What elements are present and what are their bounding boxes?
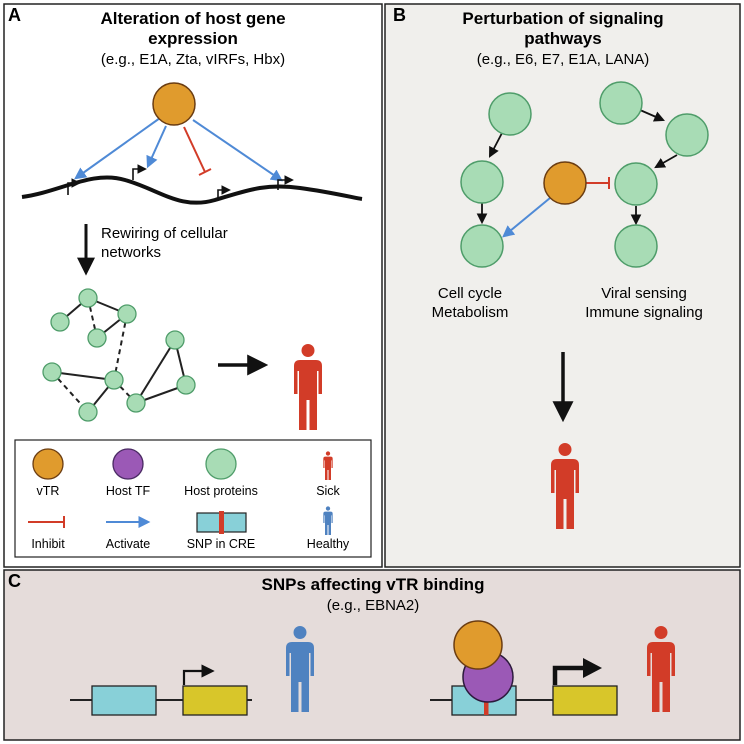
legend-healthy-label: Healthy <box>307 537 350 551</box>
panel-a-subtitle: (e.g., E1A, Zta, vIRFs, Hbx) <box>101 51 285 68</box>
legend: vTR Host TF Host proteins Sick Inhibit A… <box>14 439 372 558</box>
panel-b-subtitle: (e.g., E6, E7, E1A, LANA) <box>477 51 650 68</box>
vtr-node <box>453 620 503 670</box>
vtr-node <box>152 82 196 126</box>
panel-b-title-line1: Perturbation of signaling <box>462 9 663 28</box>
legend-activate-label: Activate <box>106 537 151 551</box>
activate-arrow <box>74 117 161 180</box>
inhibit-bar <box>198 168 212 176</box>
panel-b-letter: B <box>393 5 406 25</box>
panel-a-title-line2: expression <box>148 29 238 48</box>
legend-host-tf-label: Host TF <box>106 484 151 498</box>
activate-arrow <box>192 119 283 182</box>
panel-a-title-line1: Alteration of host gene <box>100 9 285 28</box>
legend-host-proteins-swatch <box>205 448 237 480</box>
dna-strand <box>21 175 363 205</box>
vtr-node <box>543 161 587 205</box>
healthy-locus <box>70 626 314 716</box>
promoter-arrow <box>132 164 147 180</box>
promoter-arrow <box>217 185 231 200</box>
legend-vtr-swatch <box>32 448 64 480</box>
legend-host-tf-swatch <box>112 448 144 480</box>
signaling-pathways <box>460 81 709 268</box>
immune-signaling-label: Immune signaling <box>585 304 703 321</box>
panel-b-title-line2: pathways <box>524 29 601 48</box>
legend-vtr-label: vTR <box>37 484 60 498</box>
inhibit-arrow <box>183 126 206 173</box>
sick-locus <box>430 620 675 716</box>
rewiring-label-line1: Rewiring of cellular <box>101 225 228 242</box>
panel-c-title: SNPs affecting vTR binding <box>262 575 485 594</box>
cellular-network <box>42 288 196 422</box>
promoter-arrow <box>67 178 81 195</box>
promoter-arrow <box>277 175 294 190</box>
panel-b: B Perturbation of signaling pathways (e.… <box>384 3 741 568</box>
panel-c-letter: C <box>8 571 21 591</box>
cell-cycle-label: Cell cycle <box>438 285 502 302</box>
panel-c: C SNPs affecting vTR binding (e.g., EBNA… <box>3 569 741 741</box>
panel-c-subtitle: (e.g., EBNA2) <box>327 597 420 614</box>
metabolism-label: Metabolism <box>432 304 509 321</box>
panel-a: A Alteration of host gene expression (e.… <box>3 3 383 568</box>
legend-snp-label: SNP in CRE <box>187 537 256 551</box>
rewiring-label-line2: networks <box>101 244 161 261</box>
activate-arrow <box>146 125 167 169</box>
legend-inhibit-label: Inhibit <box>31 537 65 551</box>
panel-a-letter: A <box>8 5 21 25</box>
legend-host-proteins-label: Host proteins <box>184 484 258 498</box>
viral-sensing-label: Viral sensing <box>601 285 687 302</box>
legend-sick-label: Sick <box>316 484 340 498</box>
